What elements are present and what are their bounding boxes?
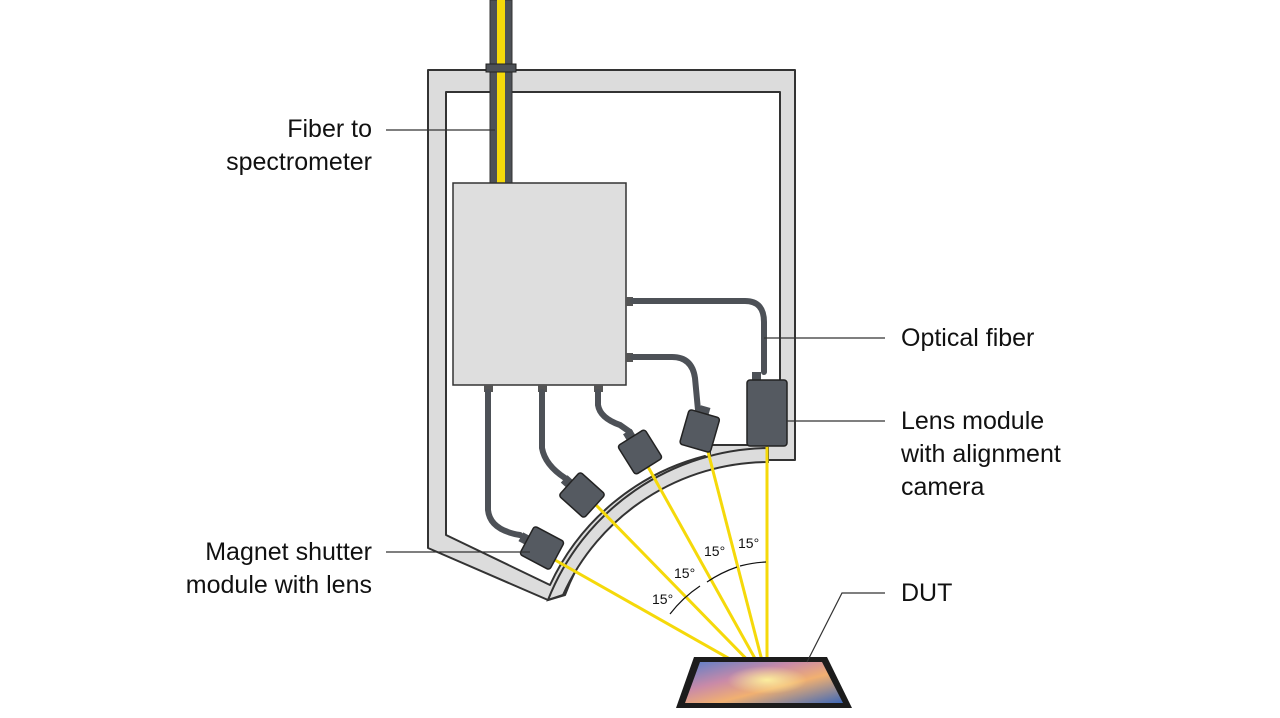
cable [485, 389, 523, 538]
connector [626, 353, 633, 362]
main-box [452, 182, 627, 386]
dut-tablet [676, 657, 852, 708]
magnet-shutter-module [518, 526, 565, 570]
cable [539, 389, 568, 481]
fiber-tube [485, 0, 517, 184]
cable [595, 389, 633, 435]
lens-module [559, 472, 605, 518]
label-magnet-shutter: Magnet shutter module with lens [185, 538, 372, 599]
angle-arcs [669, 561, 767, 615]
cable [630, 354, 701, 413]
connector [626, 297, 633, 306]
connector [538, 385, 547, 392]
label-fiber-to-spectrometer: Fiber to spectrometer [226, 115, 372, 176]
angle-label: 15° [738, 535, 759, 551]
label-dut: DUT [901, 579, 953, 607]
connector [484, 385, 493, 392]
lens-module-alignment [746, 372, 788, 447]
label-lens-module: Lens module with alignment camera [901, 407, 1061, 501]
arc-mount [546, 446, 769, 602]
angle-label: 15° [652, 591, 673, 607]
lens-module [617, 428, 663, 475]
optical-fiber-cable [630, 298, 767, 375]
connector [594, 385, 603, 392]
cables [485, 298, 767, 538]
angle-label: 15° [704, 543, 725, 559]
label-optical-fiber: Optical fiber [901, 324, 1035, 352]
lens-module [679, 405, 721, 453]
angle-label: 15° [674, 565, 695, 581]
leader-lines [386, 129, 885, 663]
